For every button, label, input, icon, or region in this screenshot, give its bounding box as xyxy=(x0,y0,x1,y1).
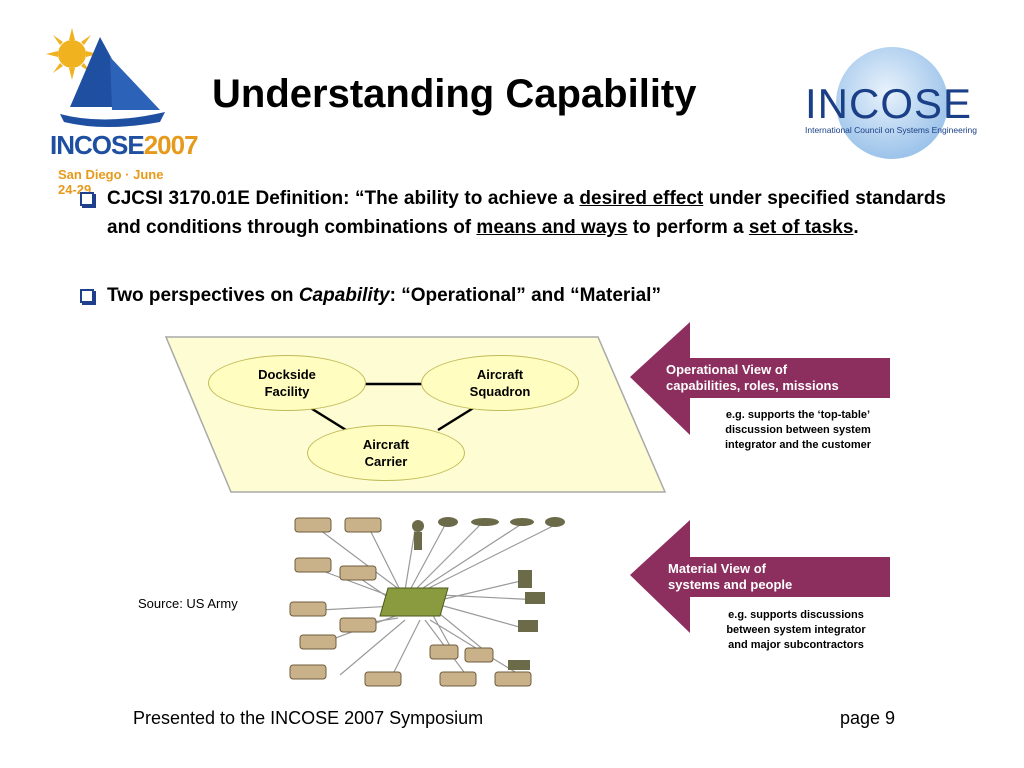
text-run: : “Operational” and “Material” xyxy=(389,285,661,306)
material-view-note: e.g. supports discussions between system … xyxy=(706,608,886,653)
logo-text-year: 2007 xyxy=(143,130,199,160)
underlined-term: means and ways xyxy=(476,217,628,238)
node-label: Facility xyxy=(264,384,310,399)
text-run: . xyxy=(853,217,859,238)
operational-view-note: e.g. supports the ‘top-table’ discussion … xyxy=(700,408,896,453)
underlined-term: set of tasks xyxy=(748,217,854,238)
node-label: Carrier xyxy=(364,454,408,469)
material-view-arrow xyxy=(630,520,890,633)
node-label: Dockside xyxy=(258,367,316,382)
note-line: and major subcontractors xyxy=(728,639,864,651)
text-run: CJCSI 3170.01E Definition: “The ability … xyxy=(107,188,580,209)
text-run: Two perspectives on xyxy=(107,285,299,306)
incose-wordmark: INCOSE xyxy=(805,80,973,127)
bullet-perspectives-text: Two perspectives on Capability: “Operati… xyxy=(107,281,946,310)
arrow-label-line: systems and people xyxy=(668,577,793,592)
node-label: Aircraft xyxy=(476,367,524,382)
bullet-checkbox-icon xyxy=(80,289,94,303)
bullet-perspectives: Two perspectives on Capability: “Operati… xyxy=(80,281,946,310)
node-label: Squadron xyxy=(469,384,531,399)
sailboat-sun-icon xyxy=(46,28,165,127)
text-run: to perform a xyxy=(627,217,749,238)
text-run: under specified standards and conditions… xyxy=(107,188,946,238)
slide-title: Understanding Capability xyxy=(212,72,697,116)
footer-presentation-note: Presented to the INCOSE 2007 Symposium xyxy=(133,708,484,728)
page-number: page 9 xyxy=(840,708,896,728)
arrow-label-line: capabilities, roles, missions xyxy=(666,378,839,393)
incose-2007-logo: INCOSE2007 San Diego · June 24-29 xyxy=(40,22,199,197)
incose-globe-logo: INCOSE International Council on Systems … xyxy=(795,45,980,160)
operational-view-arrow xyxy=(630,322,890,435)
logo-text: INCOSE2007 xyxy=(50,130,199,161)
note-line: e.g. supports discussions xyxy=(728,609,864,621)
note-line: integrator and the customer xyxy=(724,439,872,451)
underlined-term: desired effect xyxy=(579,188,704,209)
bullet-checkbox-icon xyxy=(80,192,94,206)
logo-text-prefix: INCOSE xyxy=(50,130,145,160)
globe-icon xyxy=(836,47,948,159)
incose-tagline: International Council on Systems Enginee… xyxy=(805,125,977,135)
note-line: discussion between system xyxy=(725,424,871,436)
military-systems-network-image xyxy=(289,517,565,687)
note-line: between system integrator xyxy=(726,624,866,636)
italic-term: Capability xyxy=(298,285,390,306)
bullet-definition: CJCSI 3170.01E Definition: “The ability … xyxy=(80,184,946,242)
bullet-definition-text: CJCSI 3170.01E Definition: “The ability … xyxy=(107,184,946,242)
arrow-label-line: Material View of xyxy=(668,561,767,576)
image-source-caption: Source: US Army xyxy=(138,596,238,611)
note-line: e.g. supports the ‘top-table’ xyxy=(725,409,871,421)
node-label: Aircraft xyxy=(362,437,410,452)
arrow-label-line: Operational View of xyxy=(666,362,788,377)
